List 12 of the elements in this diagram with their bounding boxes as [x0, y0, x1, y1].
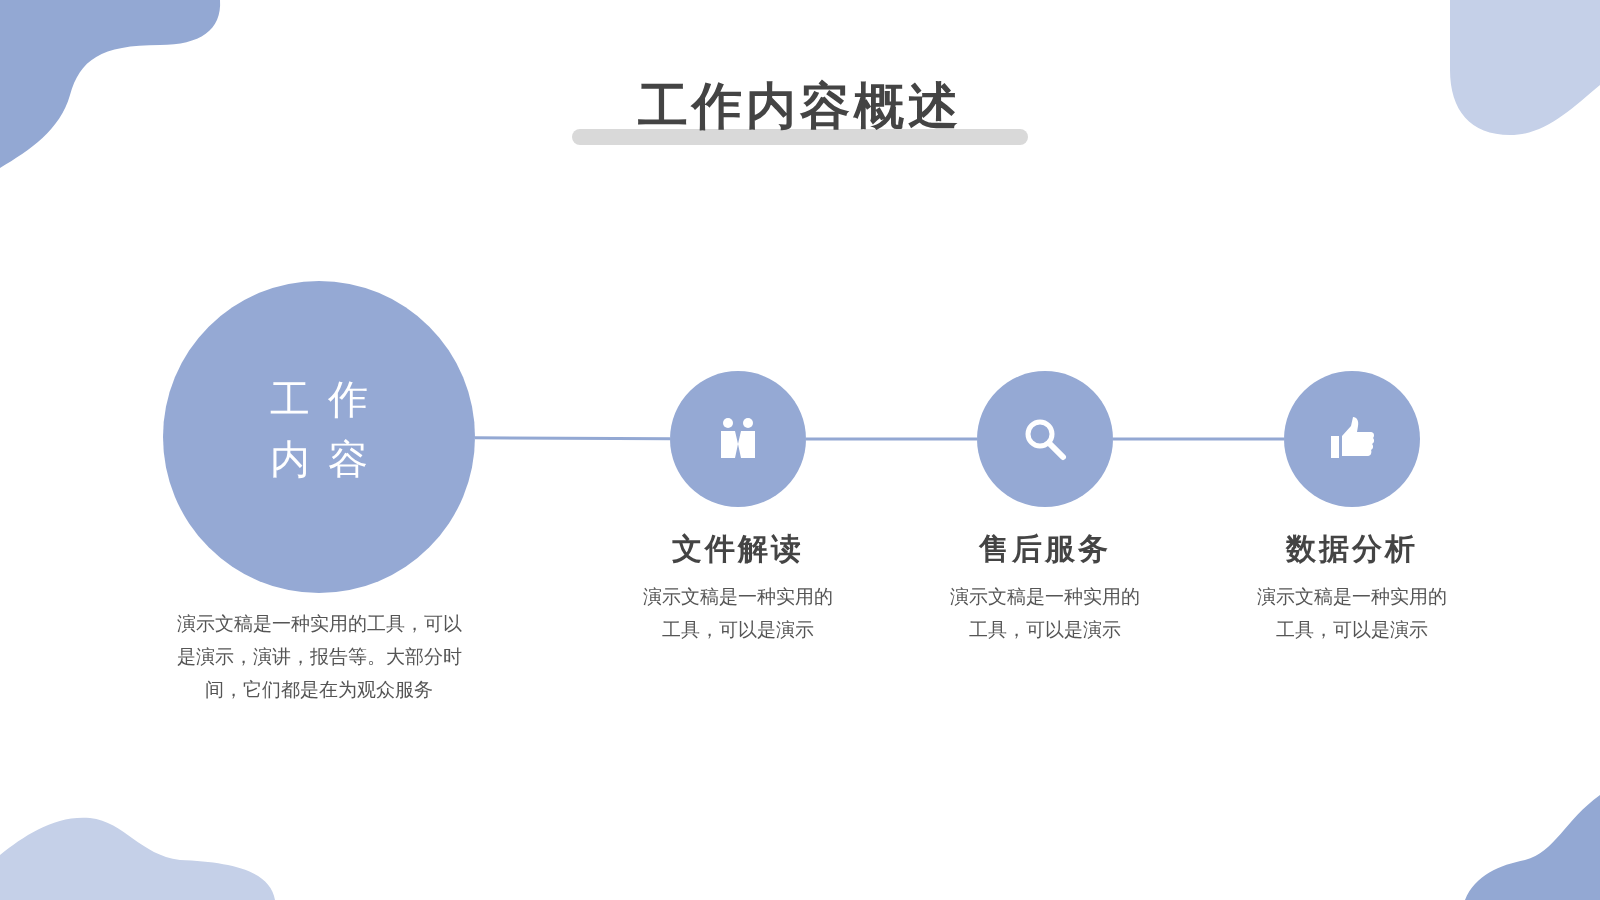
title: 工作内容概述: [572, 76, 1028, 145]
description: 演示文稿是一种实用的工具，可以是演示: [1256, 584, 1448, 642]
description: 演示文稿是一种实用的工具，可以是演示: [642, 584, 834, 642]
item-heading: 文件解读: [671, 530, 805, 568]
description: 演示文稿是一种实用的工具，可以是演示: [949, 584, 1141, 642]
circle-label: 工作内容: [269, 375, 387, 484]
description: 演示文稿是一种实用的工具，可以是演示，演讲，报告等。大部分时间，它们都是在为观众服务: [175, 611, 463, 702]
connector-line: [475, 436, 670, 441]
connector-line: [1113, 437, 1284, 441]
item-heading: 售后服务: [978, 530, 1112, 568]
item-heading: 数据分析: [1284, 530, 1419, 568]
connector-line: [806, 437, 977, 441]
